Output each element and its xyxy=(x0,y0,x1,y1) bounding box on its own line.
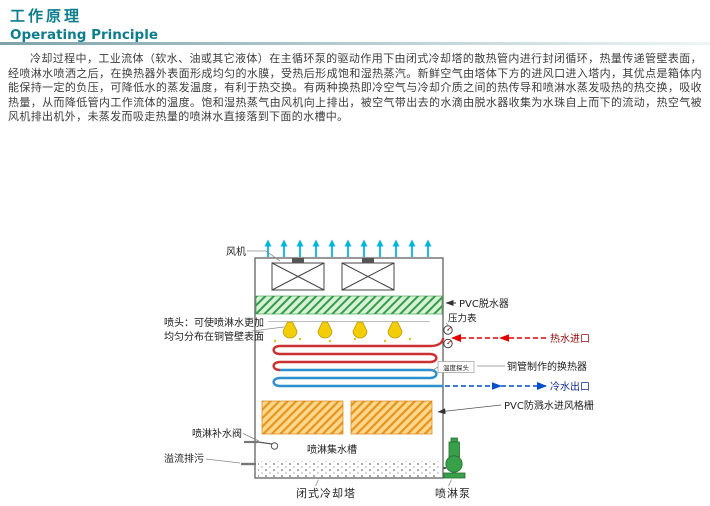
page-header: 工作原理 Operating Principle xyxy=(10,5,158,43)
page-title-zh: 工作原理 xyxy=(10,7,83,25)
label-makeup-valve: 喷淋补水阀 xyxy=(192,427,242,440)
cold-water-line xyxy=(445,382,547,390)
label-pressure-gauge: 压力表 xyxy=(448,313,477,325)
label-temp-probe: 温度探头 xyxy=(443,363,470,372)
air-out-arrows xyxy=(264,239,432,257)
float-valve xyxy=(244,440,279,450)
air-inlet-grille-left xyxy=(261,400,344,435)
fan-left xyxy=(271,257,325,291)
spray-droplets xyxy=(273,337,412,343)
hot-water-line xyxy=(451,334,546,342)
label-pvc-eliminator: PVC脱水器 xyxy=(459,297,509,310)
label-air-inlet-grille: PVC防溅水进风格栅 xyxy=(504,399,594,412)
label-spray-head-2: 均匀分布在铜管壁表面 xyxy=(164,330,264,343)
label-spray-head-1: 喷头：可使喷淋水更加 xyxy=(164,316,264,329)
basin-water xyxy=(258,461,441,477)
pressure-gauges xyxy=(443,325,453,349)
cold-coil xyxy=(272,368,443,388)
body-paragraph: 冷却过程中，工业流体（软水、油或其它液体）在主循环泵的驱动作用下由闭式冷却塔的散… xyxy=(8,52,702,124)
fan-right xyxy=(341,257,395,291)
label-heat-exchanger: 铜管制作的换热器 xyxy=(507,360,587,373)
label-spray-pump: 喷淋泵 xyxy=(435,487,471,500)
drift-eliminator-band xyxy=(255,295,443,315)
label-tower-name: 闭式冷却塔 xyxy=(296,487,356,500)
leader-lines xyxy=(205,250,505,487)
temp-probe-box xyxy=(430,361,475,373)
label-fan: 风机 xyxy=(226,245,246,258)
header-divider xyxy=(0,42,710,45)
spray-nozzles xyxy=(268,321,430,343)
air-inlet-grille-right xyxy=(350,400,433,435)
spray-pump-symbol xyxy=(443,437,466,479)
label-water-basin: 喷淋集水槽 xyxy=(307,443,357,456)
label-cold-water-outlet: 冷水出口 xyxy=(550,380,590,393)
label-overflow-drain: 溢流排污 xyxy=(164,452,204,465)
page-title-en: Operating Principle xyxy=(10,27,158,43)
hot-coil xyxy=(272,337,445,372)
label-hot-water-inlet: 热水进口 xyxy=(550,332,590,345)
